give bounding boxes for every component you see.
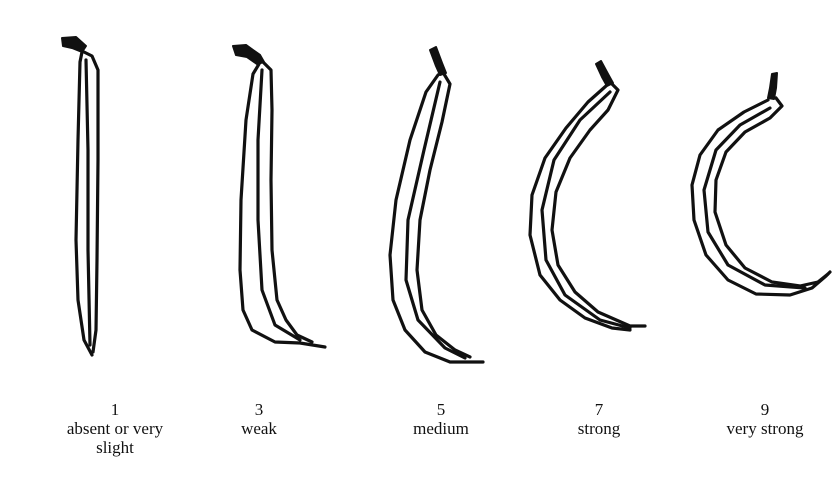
stage-number: 1 <box>40 400 190 419</box>
stage-caption-7: 7 strong <box>524 400 674 438</box>
stage-caption-9: 9 very strong <box>690 400 839 438</box>
stage-label: weak <box>184 419 334 438</box>
pod-drawing-7 <box>530 61 645 330</box>
stage-number: 3 <box>184 400 334 419</box>
stage-number: 7 <box>524 400 674 419</box>
stage-number: 5 <box>366 400 516 419</box>
stage-caption-5: 5 medium <box>366 400 516 438</box>
stage-caption-3: 3 weak <box>184 400 334 438</box>
stage-caption-1: 1 absent or very slight <box>40 400 190 457</box>
stage-label: absent or very slight <box>56 419 174 457</box>
stage-number: 9 <box>690 400 839 419</box>
pod-drawing-5 <box>390 47 483 362</box>
pod-drawing-9 <box>692 73 830 295</box>
pod-drawing-1 <box>62 37 98 355</box>
pod-drawing-3 <box>233 45 325 347</box>
stage-label: medium <box>366 419 516 438</box>
stage-label: strong <box>524 419 674 438</box>
stage-label: very strong <box>690 419 839 438</box>
